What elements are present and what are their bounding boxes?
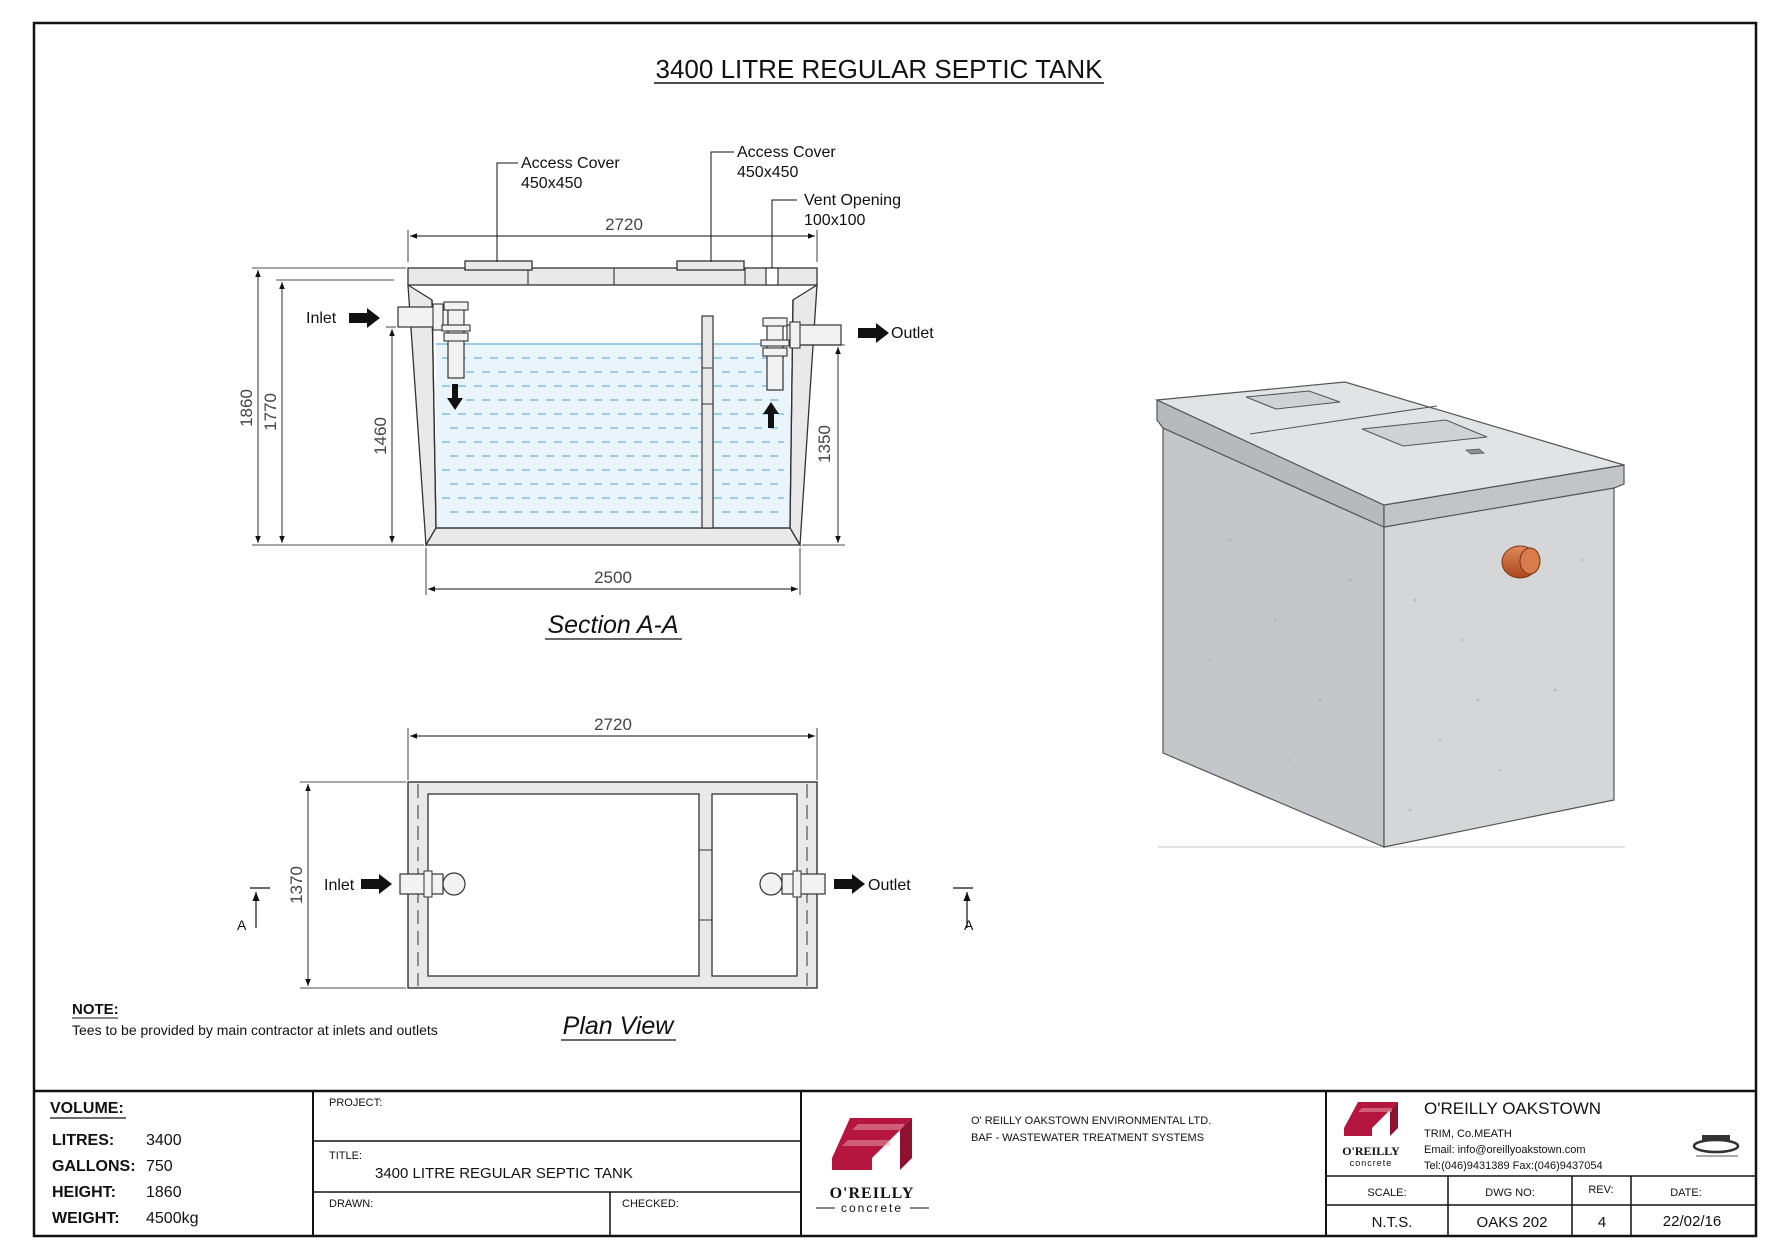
dwg-value: OAKS 202 bbox=[1477, 1214, 1548, 1231]
checked-label: CHECKED: bbox=[622, 1198, 679, 1210]
note-text: Tees to be provided by main contractor a… bbox=[72, 1022, 438, 1038]
title-value: 3400 LITRE REGULAR SEPTIC TANK bbox=[375, 1165, 633, 1182]
plan-inlet-tee bbox=[442, 872, 466, 896]
spec-value: 1860 bbox=[146, 1184, 182, 1201]
date-value: 22/02/16 bbox=[1663, 1213, 1721, 1230]
plan-dim-width: 2720 bbox=[594, 715, 632, 734]
spec-key: HEIGHT: bbox=[52, 1184, 116, 1201]
access-cover-2 bbox=[676, 260, 745, 271]
dim-bottom-width: 2500 bbox=[594, 568, 632, 587]
section-marker-left: A bbox=[237, 887, 270, 933]
baffle-wall bbox=[701, 315, 714, 529]
dim-total-height: 1860 bbox=[237, 389, 256, 427]
dim-top-width: 2720 bbox=[605, 215, 643, 234]
brand-phone: Tel:(046)9431389 Fax:(046)9437054 bbox=[1424, 1160, 1603, 1172]
tank-3d-render bbox=[1154, 381, 1625, 848]
leader-vent bbox=[771, 199, 797, 268]
access-cover-1 bbox=[464, 260, 533, 271]
spec-value: 3400 bbox=[146, 1132, 182, 1149]
logo-small-word: O'REILLY bbox=[1342, 1144, 1400, 1158]
drawing-title: 3400 LITRE REGULAR SEPTIC TANK bbox=[656, 54, 1104, 84]
oreilly-logo-large: O'REILLY concrete bbox=[816, 1118, 929, 1215]
access-cover-1-line1: Access Cover bbox=[521, 155, 620, 172]
outlet-arrow bbox=[858, 323, 889, 343]
project-label: PROJECT: bbox=[329, 1097, 382, 1109]
brand-name: O'REILLY OAKSTOWN bbox=[1424, 1099, 1601, 1118]
flow-down-arrow bbox=[447, 384, 463, 410]
plan-outlet-label: Outlet bbox=[868, 877, 911, 894]
tank-vent bbox=[1464, 448, 1486, 455]
brand-email: Email: info@oreillyoakstown.com bbox=[1424, 1144, 1586, 1156]
svg-text:A: A bbox=[237, 917, 247, 933]
outlet-label: Outlet bbox=[891, 325, 934, 342]
vent-line1: Vent Opening bbox=[804, 192, 901, 209]
spec-value: 4500kg bbox=[146, 1210, 199, 1227]
sheet-border bbox=[32, 21, 1758, 1238]
section-label: Section A-A bbox=[547, 611, 678, 639]
scale-label: SCALE: bbox=[1367, 1187, 1406, 1199]
plan-inlet-pipe bbox=[399, 873, 444, 895]
tank-front-face bbox=[1383, 483, 1615, 848]
section-view: Inlet Outlet Access Cover 450x450 Access… bbox=[237, 144, 934, 640]
logo-large-word: O'REILLY bbox=[830, 1185, 915, 1202]
plan-view: Inlet Outlet 2720 1370 A A Plan View bbox=[237, 715, 974, 1041]
access-cover-2-line1: Access Cover bbox=[737, 144, 836, 161]
section-marker-right: A bbox=[953, 887, 974, 933]
access-cover-1-line2: 450x450 bbox=[521, 175, 582, 192]
note-heading: NOTE: bbox=[72, 1001, 119, 1018]
rev-label: REV: bbox=[1588, 1184, 1613, 1196]
dwg-label: DWG NO: bbox=[1485, 1187, 1535, 1199]
vent-opening bbox=[765, 267, 779, 286]
tank-access-cover-2 bbox=[1361, 419, 1488, 447]
oreilly-logo-small: O'REILLY concrete bbox=[1342, 1102, 1400, 1168]
plan-label: Plan View bbox=[563, 1012, 676, 1040]
plan-inlet-label: Inlet bbox=[324, 877, 355, 894]
volume-heading: VOLUME: bbox=[50, 1100, 124, 1117]
tank-lid-top bbox=[1154, 381, 1625, 506]
plan-outlet-tee bbox=[759, 872, 783, 896]
water-dashes bbox=[442, 357, 784, 513]
date-label: DATE: bbox=[1670, 1187, 1702, 1199]
rev-value: 4 bbox=[1598, 1214, 1606, 1231]
dim-inlet-height: 1460 bbox=[371, 417, 390, 455]
leader-access-cover-1 bbox=[496, 162, 518, 262]
brand-address: TRIM, Co.MEATH bbox=[1424, 1128, 1512, 1140]
logo-large-sub: concrete bbox=[841, 1201, 903, 1215]
plan-outlet-pipe bbox=[781, 873, 826, 895]
dim-outlet-height: 1350 bbox=[815, 425, 834, 463]
spec-key: WEIGHT: bbox=[52, 1210, 120, 1227]
tank-lid bbox=[407, 267, 818, 286]
company-line2: BAF - WASTEWATER TREATMENT SYSTEMS bbox=[971, 1132, 1204, 1144]
company-line1: O' REILLY OAKSTOWN ENVIRONMENTAL LTD. bbox=[971, 1115, 1211, 1127]
tank-access-cover-1 bbox=[1245, 390, 1341, 410]
spec-key: GALLONS: bbox=[52, 1158, 136, 1175]
plan-dim-depth: 1370 bbox=[287, 866, 306, 904]
inlet-arrow bbox=[349, 308, 380, 328]
flow-up-arrow bbox=[763, 402, 779, 428]
vent-line2: 100x100 bbox=[804, 212, 865, 229]
tank-inner-outline bbox=[431, 299, 794, 529]
svg-text:A: A bbox=[964, 917, 974, 933]
plan-chamber-1 bbox=[427, 793, 700, 977]
plan-outlet-arrow bbox=[834, 874, 865, 894]
spec-value: 750 bbox=[146, 1158, 173, 1175]
spec-key: LITRES: bbox=[52, 1132, 114, 1149]
inlet-label: Inlet bbox=[306, 310, 337, 327]
scale-value: N.T.S. bbox=[1372, 1214, 1413, 1231]
inlet-tee bbox=[447, 305, 465, 379]
title-label: TITLE: bbox=[329, 1150, 362, 1162]
certification-icon bbox=[1692, 1135, 1740, 1157]
dim-inner-height: 1770 bbox=[261, 393, 280, 431]
logo-small-sub: concrete bbox=[1350, 1158, 1393, 1168]
access-cover-2-line2: 450x450 bbox=[737, 164, 798, 181]
leader-access-cover-2 bbox=[710, 151, 734, 262]
drawn-label: DRAWN: bbox=[329, 1198, 373, 1210]
tank-floor bbox=[424, 527, 802, 546]
plan-inlet-arrow bbox=[361, 874, 392, 894]
